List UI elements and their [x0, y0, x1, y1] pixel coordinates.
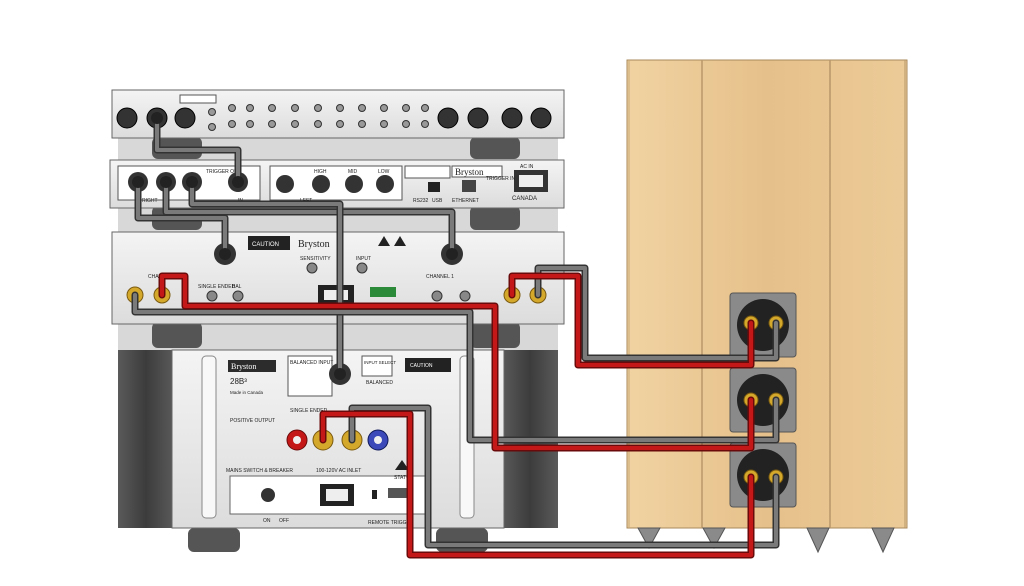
xo-label-canada: CANADA: [512, 196, 537, 202]
mono-amp-made-in: Made in Canada: [230, 390, 264, 395]
xo-label-mid: MID: [348, 169, 358, 175]
rca-jack-row: [208, 104, 429, 131]
mono-amp-label-on: ON: [263, 518, 271, 524]
mono-amp-binding-posts: [286, 429, 389, 451]
stereo-amp-caution-label: [248, 236, 290, 250]
grey-interconnect-cables: [134, 114, 456, 378]
speaker-spikes: [637, 527, 895, 554]
mono-amp-label-positive-output: POSITIVE OUTPUT: [230, 418, 275, 424]
cable-plug-ends: [132, 112, 458, 380]
mono-amp-label-balanced-input: BALANCED INPUT: [290, 360, 333, 366]
speaker-terminal-plate-top: [729, 292, 797, 358]
xo-label-rs232: RS232: [413, 198, 429, 204]
mono-amp-label-off: OFF: [279, 518, 289, 524]
speaker-terminal-plate-middle: [729, 367, 797, 433]
preamplifier-top-unit: [111, 89, 565, 139]
xo-label-right: RIGHT: [142, 198, 158, 204]
stereo-amp-label-single-ended: SINGLE ENDED: [198, 284, 236, 290]
stereo-amp-brand: Bryston: [298, 239, 330, 250]
mono-amp-label-ac-inlet: 100-120V AC INLET: [316, 468, 361, 474]
xo-label-usb: USB: [432, 198, 443, 204]
mono-amp-caution-text: CAUTION: [410, 363, 433, 369]
xo-label-low: LOW: [378, 169, 390, 175]
xo-label-high: HIGH: [314, 169, 327, 175]
stereo-amp-caution-text: CAUTION: [252, 242, 279, 248]
mono-amp-label-single-ended: SINGLE ENDED: [290, 408, 328, 414]
mono-amp-label-balanced: BALANCED: [366, 380, 393, 386]
xlr-connectors: [116, 107, 552, 129]
stereo-amp-label-ch1: CHANNEL 1: [426, 274, 454, 280]
mono-amp-label-remote-trigger: REMOTE TRIGGER: [368, 520, 414, 526]
mono-amp-label-input-select: INPUT SELECT: [364, 360, 396, 365]
xo-label-ethernet: ETHERNET: [452, 198, 479, 204]
mono-amp-label-status: STATUS: [394, 475, 414, 481]
mains-switch: [261, 488, 275, 502]
mono-amp-brand: Bryston: [231, 362, 256, 371]
xo-label-ac-in: AC IN: [520, 164, 534, 170]
speaker-terminal-plate-bottom: [729, 442, 797, 508]
mono-amp-label-mains-switch: MAINS SWITCH & BREAKER: [226, 468, 293, 474]
stereo-amp-label-bal: BAL: [232, 284, 242, 290]
stereo-amp-label-sensitivity: SENSITIVITY: [300, 256, 331, 262]
xo-brand-logo: Bryston: [455, 167, 484, 177]
stereo-amp-label-input: INPUT: [356, 256, 371, 262]
mono-amp-model: 28B³: [230, 377, 247, 386]
xo-label-trigger-out: TRIGGER OUT: [206, 169, 241, 175]
xo-label-trigger-in: TRIGGER IN: [486, 176, 516, 182]
speaker-cables: [131, 264, 780, 559]
